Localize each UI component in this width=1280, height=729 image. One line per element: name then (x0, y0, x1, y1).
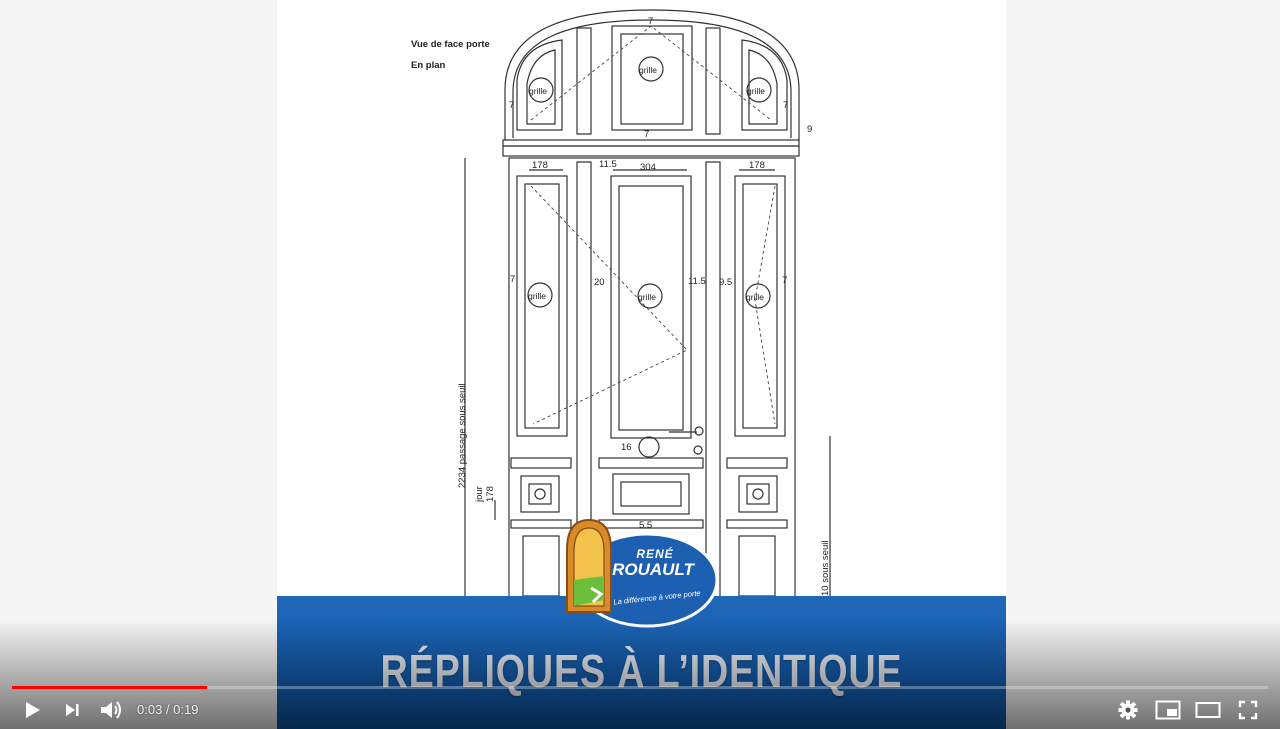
brand-logo (566, 518, 719, 628)
door-technical-drawing: Vue de face porte En plan grille grille … (411, 9, 831, 599)
video-frame[interactable]: Vue de face porte En plan grille grille … (277, 0, 1006, 729)
dim-label: 304 (640, 162, 656, 173)
next-button[interactable] (54, 692, 90, 728)
jour-label: jour (474, 486, 485, 503)
volume-icon (101, 701, 121, 719)
theater-mode-icon (1195, 702, 1221, 718)
play-icon (26, 702, 40, 718)
grille-label: grille (528, 291, 546, 301)
dim-label: 5.5 (639, 520, 652, 531)
skip-next-icon (66, 704, 79, 716)
dim-label: 178 (532, 160, 548, 171)
grille-label: grille (747, 86, 765, 96)
dim-label: 11.5 (599, 159, 617, 170)
logo-last-name: ROUAULT (612, 560, 694, 579)
dim-label: 178 (485, 486, 496, 502)
grille-label: grille (639, 65, 657, 75)
dim-label: 11.5 (688, 276, 706, 287)
plan-label: En plan (411, 60, 446, 71)
play-button[interactable] (14, 692, 50, 728)
sous-seuil-dimension: 10 sous seuil (820, 541, 831, 596)
dim-label: 7 (783, 100, 788, 111)
player-controls: 0:03 / 0:19 (0, 692, 1280, 728)
total-time: 0:19 (173, 702, 199, 717)
progress-track (12, 686, 1268, 689)
logo-first-name: RENÉ (636, 547, 674, 561)
dim-label: 7 (644, 129, 649, 140)
gear-icon (1118, 700, 1138, 720)
theater-mode-button[interactable] (1190, 692, 1226, 728)
miniplayer-icon (1155, 700, 1181, 720)
view-label: Vue de face porte (411, 39, 490, 50)
progress-played (12, 686, 207, 689)
time-separator: / (162, 702, 174, 717)
miniplayer-button[interactable] (1150, 692, 1186, 728)
dim-label: 7 (782, 275, 787, 286)
dim-label: 9 (807, 124, 812, 135)
dim-label: 7 (510, 274, 515, 285)
time-display: 0:03 / 0:19 (137, 702, 198, 717)
dim-label: 7 (648, 16, 653, 27)
progress-bar[interactable] (12, 685, 1268, 690)
volume-button[interactable] (93, 692, 129, 728)
settings-button[interactable] (1110, 692, 1146, 728)
dim-label: 9.5 (719, 277, 732, 288)
grille-label: grille (638, 292, 656, 302)
fullscreen-icon (1238, 700, 1258, 720)
dim-label: 20 (594, 277, 605, 288)
current-time: 0:03 (137, 702, 163, 717)
grille-label: grille (746, 292, 764, 302)
dim-label: 16 (621, 442, 632, 453)
passage-dimension: 2234 passage sous seuil (457, 383, 468, 488)
dim-label: 7 (509, 100, 514, 111)
fullscreen-button[interactable] (1230, 692, 1266, 728)
dim-label: 178 (749, 160, 765, 171)
grille-label: grille (529, 86, 547, 96)
